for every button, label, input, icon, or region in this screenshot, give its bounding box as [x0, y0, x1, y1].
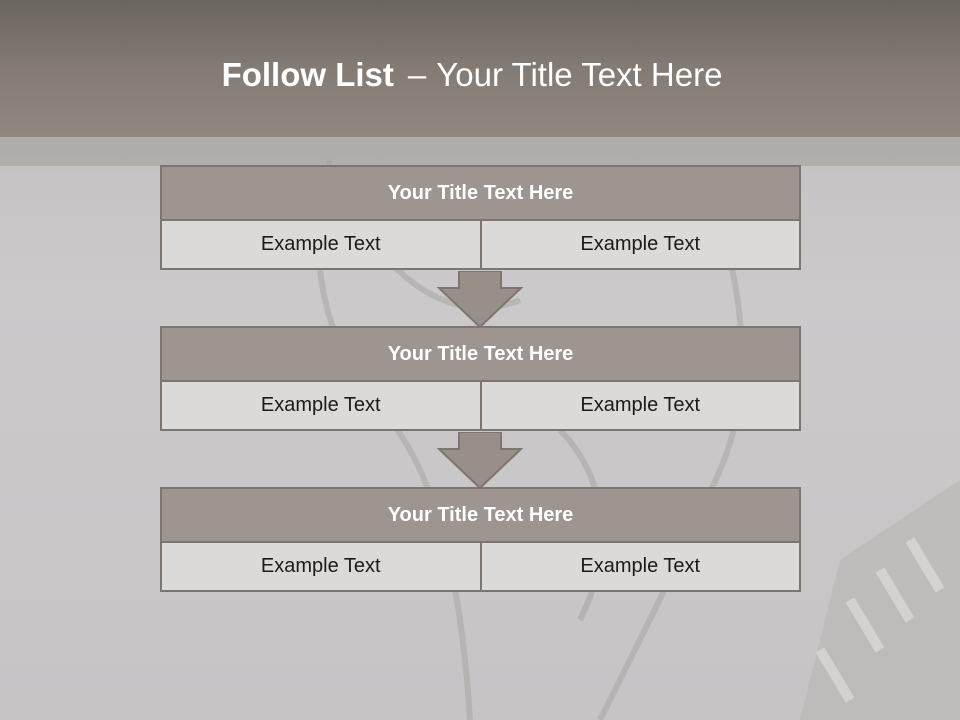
block-title: Your Title Text Here	[160, 326, 801, 382]
header-strip	[0, 137, 960, 166]
slide-title: Follow List–Your Title Text Here	[0, 52, 944, 98]
block-row: Example Text Example Text	[160, 543, 801, 592]
down-arrow-icon	[437, 271, 523, 329]
block-row: Example Text Example Text	[160, 221, 801, 270]
block-cell-left: Example Text	[162, 221, 480, 268]
block-cell-right: Example Text	[479, 543, 799, 590]
block-cell-left: Example Text	[162, 382, 480, 429]
title-rest: Your Title Text Here	[436, 56, 723, 93]
list-block-3: Your Title Text Here Example Text Exampl…	[160, 487, 801, 592]
down-arrow-icon	[437, 432, 523, 490]
title-bold: Follow List	[221, 56, 394, 93]
block-title: Your Title Text Here	[160, 487, 801, 543]
header-bar	[0, 0, 960, 137]
list-block-2: Your Title Text Here Example Text Exampl…	[160, 326, 801, 431]
block-row: Example Text Example Text	[160, 382, 801, 431]
title-separator: –	[407, 56, 427, 93]
block-cell-right: Example Text	[479, 382, 799, 429]
block-cell-left: Example Text	[162, 543, 480, 590]
block-cell-right: Example Text	[479, 221, 799, 268]
block-title: Your Title Text Here	[160, 165, 801, 221]
list-block-1: Your Title Text Here Example Text Exampl…	[160, 165, 801, 270]
